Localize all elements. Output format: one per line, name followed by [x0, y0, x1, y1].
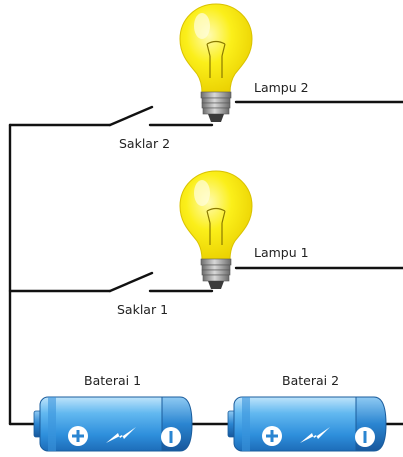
wires	[8, 100, 403, 426]
light-bulb-icon	[179, 170, 253, 289]
battery-icon	[227, 396, 387, 452]
switch-1-lever	[108, 271, 154, 293]
battery-icon	[33, 396, 193, 452]
plus-icon	[68, 426, 88, 446]
light-bulb-icon	[179, 3, 253, 122]
lamp-1	[179, 170, 253, 289]
minus-icon	[355, 427, 375, 447]
lamp-1-label: Lampu 1	[254, 245, 309, 260]
lightning-icon	[300, 427, 330, 443]
battery-2-label: Baterai 2	[282, 373, 339, 388]
switch-2-lever	[108, 105, 154, 127]
minus-icon	[161, 427, 181, 447]
switch-1-label: Saklar 1	[117, 302, 168, 317]
lamp-2	[179, 3, 253, 122]
lamp-2-label: Lampu 2	[254, 80, 309, 95]
battery-1	[33, 396, 193, 452]
battery-1-label: Baterai 1	[84, 373, 141, 388]
lightning-icon	[106, 427, 136, 443]
battery-2	[227, 396, 387, 452]
switch-2-label: Saklar 2	[119, 136, 170, 151]
plus-icon	[262, 426, 282, 446]
